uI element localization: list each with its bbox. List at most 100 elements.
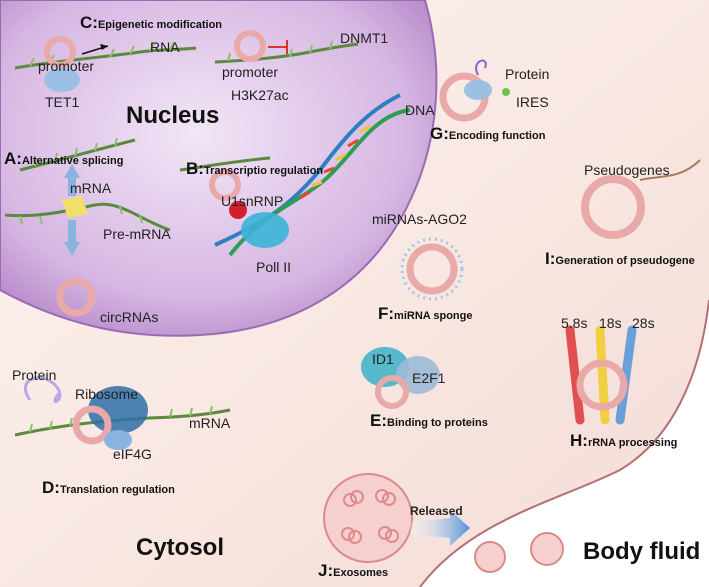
label-u1snrnp: U1snRNP (221, 193, 284, 209)
label-promoter-2: promoter (222, 64, 279, 80)
circrna-f (406, 243, 458, 295)
circrna-i (581, 175, 645, 239)
released-exosome-1 (474, 541, 506, 573)
label-ribosome: Ribosome (75, 386, 139, 402)
strand-a-mrna-ticks (34, 137, 118, 167)
section-j-letter: J: (318, 561, 334, 580)
protein-g (475, 59, 487, 76)
strand-a-mrna (19, 138, 136, 172)
circrna-d (72, 405, 112, 445)
label-promoter-1: promoter (38, 58, 95, 74)
nucleus-label: Nucleus (126, 102, 220, 129)
body-fluid-label: Body fluid (583, 538, 701, 565)
section-a-desc: Alternative splicing (21, 155, 124, 167)
circrna-c1 (44, 36, 76, 68)
label-rna: RNA (150, 39, 180, 55)
section-e-desc: Binding to proteins (387, 417, 488, 429)
label-pre-mrna: Pre-mRNA (103, 226, 171, 242)
section-g-label: G:Encoding function (430, 125, 545, 143)
circrna-h (576, 359, 628, 411)
section-e-label: E:Binding to proteins (370, 412, 488, 430)
label-e2f1: E2F1 (412, 370, 446, 386)
section-c-desc: Epigenetic modification (97, 19, 223, 31)
strand-b-rna (179, 156, 271, 172)
mirna-ring (400, 237, 464, 301)
section-i-letter: I: (545, 249, 556, 268)
label-pseudogenes: Pseudogenes (584, 162, 670, 178)
section-f-label: F:miRNA sponge (378, 305, 472, 323)
section-b-desc: Transcriptio regulation (203, 165, 324, 177)
label-dnmt1: DNMT1 (340, 30, 389, 46)
body-fluid-region (420, 300, 709, 587)
nucleus-region (0, 0, 438, 337)
section-h-desc: rRNA processing (587, 437, 678, 449)
circrna-a (56, 277, 96, 317)
section-d-letter: D: (42, 478, 60, 497)
label-h3k27ac: H3K27ac (231, 87, 289, 103)
section-a-letter: A: (4, 149, 22, 168)
protein-d (23, 376, 62, 404)
section-f-desc: miRNA sponge (394, 310, 473, 322)
arrow-c-head (100, 44, 108, 50)
label-tet1: TET1 (45, 94, 80, 110)
section-g-desc: Encoding function (448, 130, 546, 142)
label-mrna-d: mRNA (189, 415, 231, 431)
released-arrow (410, 510, 470, 546)
section-h-label: H:rRNA processing (570, 432, 677, 450)
circrna-e (375, 375, 409, 409)
section-a-label: A:Alternative splicing (4, 150, 123, 168)
released-exosome-2 (530, 532, 564, 566)
section-f-letter: F: (378, 304, 395, 323)
label-protein-d: Protein (12, 367, 57, 383)
label-rrna-58s: 5.8s (561, 315, 588, 331)
u1snrnp-protein (229, 201, 247, 219)
cytosol-label: Cytosol (136, 534, 225, 561)
section-j-label: J:Exosomes (318, 562, 388, 580)
circrna-b (209, 169, 241, 201)
section-j-desc: Exosomes (333, 567, 389, 579)
section-i-desc: Generation of pseudogene (555, 255, 695, 267)
pseudogene-strand (639, 159, 701, 181)
ribosome-g (464, 80, 492, 100)
label-circrnas: circRNAs (100, 309, 159, 325)
section-g-letter: G: (430, 124, 449, 143)
label-mirnas-ago2: miRNAs-AGO2 (372, 211, 467, 227)
section-c-letter: C: (80, 13, 98, 32)
cell-membrane (419, 299, 709, 587)
arrow-a-down-head (64, 242, 80, 256)
exosome-vesicle (323, 473, 413, 563)
strand-a-premrna-ticks (19, 205, 143, 225)
strand-c2-ticks (227, 40, 333, 62)
strand-a-premrna (4, 202, 171, 232)
exosome-contents (341, 489, 399, 544)
label-poll-ii: Poll II (256, 259, 292, 275)
section-b-label: B:Transcriptio regulation (186, 160, 323, 178)
circrna-c2 (234, 30, 266, 62)
arrow-a-up-head (64, 164, 80, 178)
section-e-letter: E: (370, 411, 387, 430)
section-b-letter: B: (186, 159, 204, 178)
ires-marker (502, 88, 510, 96)
spliceosome (62, 196, 88, 218)
rrna-58s (565, 325, 585, 425)
section-c-label: C:Epigenetic modification (80, 14, 222, 32)
strand-d-mrna-ticks (29, 405, 213, 433)
eif4g-protein (104, 430, 132, 450)
label-ires: IRES (516, 94, 549, 110)
dna-base-pairs (299, 124, 371, 200)
section-d-label: D:Translation regulation (42, 479, 175, 497)
label-rrna-18s: 18s (599, 315, 622, 331)
section-i-label: I:Generation of pseudogene (545, 250, 695, 268)
label-dna: DNA (405, 102, 435, 118)
rrna-28s (615, 325, 637, 425)
label-mrna-a: mRNA (70, 180, 112, 196)
label-id1: ID1 (372, 351, 394, 367)
tet1-protein (44, 68, 80, 92)
label-released: Released (410, 504, 463, 518)
label-protein-g: Protein (505, 66, 550, 82)
label-rrna-28s: 28s (632, 315, 655, 331)
section-d-desc: Translation regulation (59, 484, 175, 496)
section-h-letter: H: (570, 431, 588, 450)
